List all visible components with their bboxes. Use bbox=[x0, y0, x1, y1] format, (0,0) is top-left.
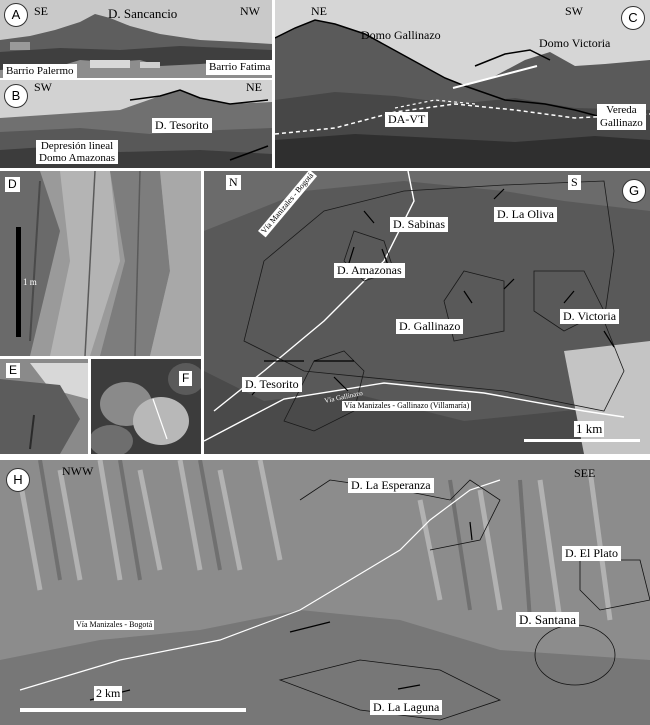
panel-c-dome2: Domo Victoria bbox=[539, 36, 611, 50]
panel-g-road-gallinazo-villamaria: Vía Manizales - Gallinazo (Villamaría) bbox=[342, 401, 472, 411]
panel-b-caption-line1: Depresión lineal bbox=[40, 140, 114, 152]
panel-c-letter: C bbox=[621, 6, 645, 30]
panel-h-dome-la-laguna: D. La Laguna bbox=[370, 700, 443, 715]
panel-g-south: S bbox=[568, 175, 581, 190]
panel-b-letter: B bbox=[4, 84, 28, 108]
panel-b-caption-line2: Domo Amazonas bbox=[39, 152, 116, 164]
panel-g-letter: G bbox=[622, 179, 646, 203]
panel-a-title: D. Sancancio bbox=[108, 6, 178, 21]
panel-g-dome-tesorito: D. Tesorito bbox=[242, 377, 302, 392]
photo-panel-c: C NE SW Domo Gallinazo Domo Victoria DA-… bbox=[275, 0, 650, 168]
panel-b-caption: Depresión lineal Domo Amazonas bbox=[36, 140, 119, 164]
panel-c-vereda-line1: Vereda bbox=[606, 104, 637, 116]
panel-c-vereda-line2: Gallinazo bbox=[600, 117, 643, 129]
panel-d-outcrop bbox=[0, 171, 201, 356]
panel-h-dir-left: NWW bbox=[62, 464, 94, 478]
photo-panel-b: B SW NE D. Tesorito Depresión lineal Dom… bbox=[0, 80, 272, 168]
photo-panel-f: F bbox=[91, 359, 201, 454]
panel-h-dir-right: SEE bbox=[574, 466, 596, 480]
panel-e-letter: E bbox=[6, 363, 21, 378]
panel-h-scale: 2 km bbox=[94, 686, 123, 701]
panel-g-dome-victoria: D. Victoria bbox=[560, 309, 620, 324]
panel-a-letter: A bbox=[4, 3, 28, 27]
panel-g-dome-sabinas: D. Sabinas bbox=[390, 217, 448, 232]
panel-c-dir-left: NE bbox=[311, 4, 327, 18]
photo-panel-e: E bbox=[0, 359, 88, 454]
panel-c-vereda: Vereda Gallinazo bbox=[597, 104, 646, 130]
panel-a-dir-right: NW bbox=[240, 4, 260, 18]
panel-h-dome-la-esperanza: D. La Esperanza bbox=[348, 478, 434, 493]
panel-b-title: D. Tesorito bbox=[152, 118, 212, 133]
panel-b-dir-left: SW bbox=[34, 80, 52, 94]
panel-h-terrain bbox=[0, 460, 650, 725]
panel-b-dir-right: NE bbox=[246, 80, 262, 94]
panel-h-letter: H bbox=[6, 468, 30, 492]
panel-g-north: N bbox=[226, 175, 241, 190]
panel-c-depression: DA-VT bbox=[385, 112, 429, 127]
map-panel-g: G N S D. Sabinas D. La Oliva D. Amazonas… bbox=[204, 171, 650, 454]
panel-h-road-bogota: Vía Manizales - Bogotá bbox=[74, 620, 155, 630]
panel-d-scale: 1 m bbox=[23, 277, 37, 287]
panel-g-dome-la-oliva: D. La Oliva bbox=[494, 207, 557, 222]
panel-f-letter: F bbox=[179, 371, 193, 386]
panel-a-label-left: Barrio Palermo bbox=[3, 64, 77, 78]
panel-c-dir-right: SW bbox=[565, 4, 583, 18]
panel-g-dome-amazonas: D. Amazonas bbox=[334, 263, 405, 278]
panel-g-dome-gallinazo: D. Gallinazo bbox=[396, 319, 464, 334]
panel-a-label-right: Barrio Fatima bbox=[206, 60, 272, 75]
map-panel-h: H NWW SEE D. La Esperanza D. El Plato D.… bbox=[0, 460, 650, 725]
panel-a-dir-left: SE bbox=[34, 4, 49, 18]
panel-g-scale: 1 km bbox=[574, 421, 605, 437]
panel-h-dome-el-plato: D. El Plato bbox=[562, 546, 621, 561]
panel-c-landscape bbox=[275, 0, 650, 168]
panel-c-dome1: Domo Gallinazo bbox=[361, 28, 441, 42]
photo-panel-d: D 1 m bbox=[0, 171, 201, 356]
panel-h-dome-santana: D. Santana bbox=[516, 612, 580, 627]
photo-panel-a: A SE NW D. Sancancio Barrio Palermo Barr… bbox=[0, 0, 272, 78]
panel-d-letter: D bbox=[5, 177, 20, 192]
